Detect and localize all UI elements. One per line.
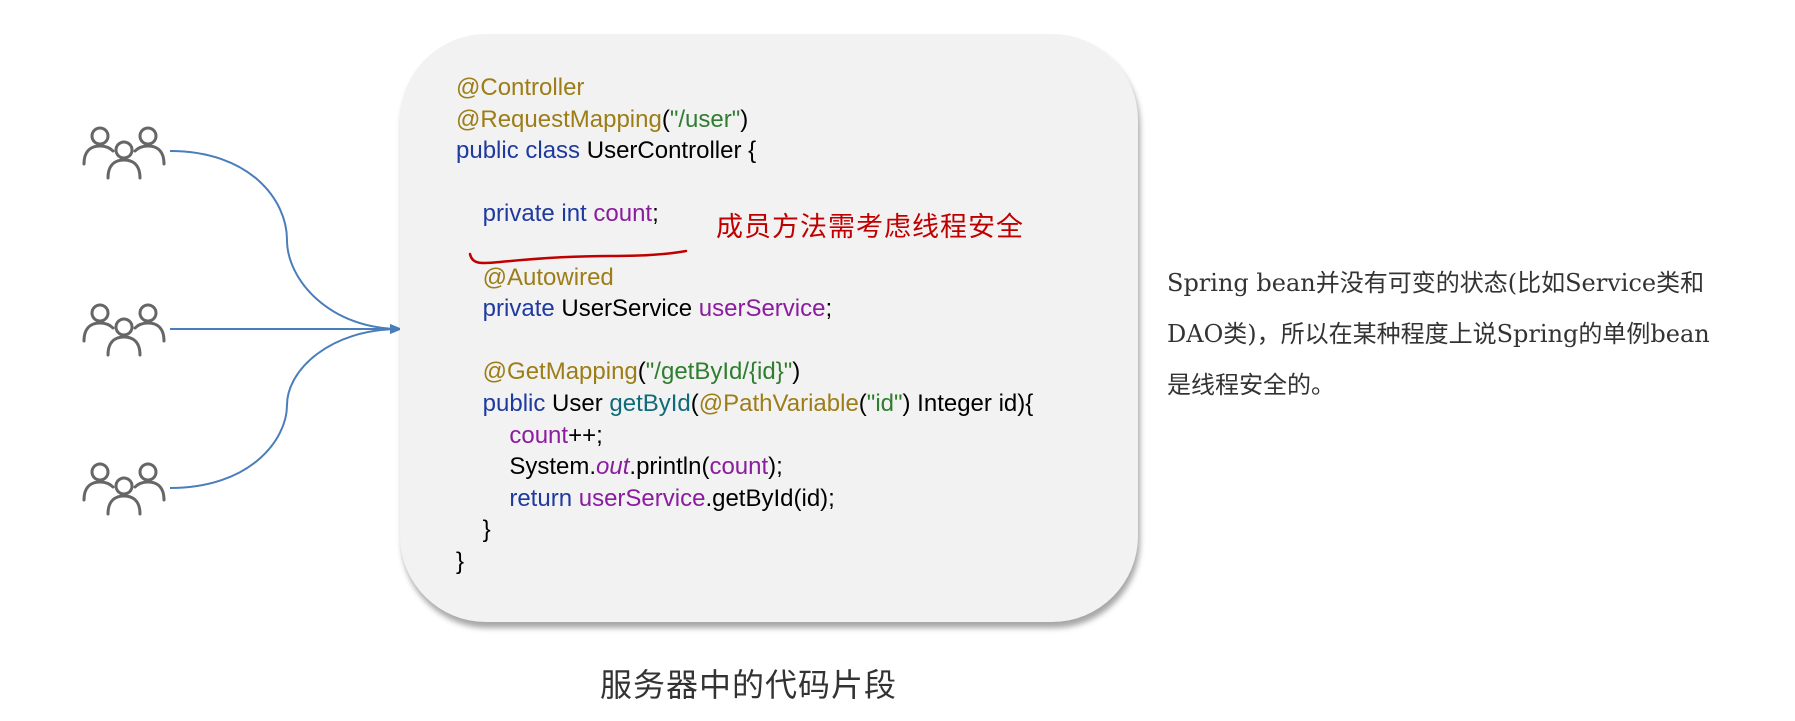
users-group-icon [82,462,166,516]
code-token: System. [456,453,597,481]
code-token: out [596,453,630,481]
code-card [400,34,1138,622]
side-note-line-3: 是线程安全的。 [1167,371,1335,399]
code-token: @Autowired [456,263,614,291]
code-token: .println( [629,453,710,481]
code-token: public class [456,137,587,165]
code-token: .getById(id); [705,484,835,512]
code-line: @RequestMapping("/user") [456,104,1033,136]
side-note-line-1: Spring bean并没有可变的状态(比如Service类和 [1167,269,1705,297]
code-line [456,325,1033,357]
code-token: public [456,389,553,417]
code-line: private int count; [456,198,1033,230]
code-token: ) [792,358,801,386]
code-line: System.out.println(count); [456,451,1033,483]
code-token: count [709,453,769,481]
code-token: private [456,295,562,323]
code-token: ( [858,389,867,417]
code-token: } [456,547,465,575]
code-token: "/user" [669,105,741,133]
code-token: private int [456,200,594,228]
code-line: private UserService userService; [456,293,1033,325]
code-line: @GetMapping("/getById/{id}") [456,356,1033,388]
code-token: count [509,421,569,449]
code-line: return userService.getById(id); [456,483,1033,515]
request-arrow-top [169,150,402,334]
code-line: count++; [456,420,1033,452]
code-token: UserService [561,295,699,323]
code-line: @Controller [456,72,1033,104]
code-token: } [456,516,491,544]
users-group-icon [82,303,166,357]
code-token: @PathVariable [698,389,859,417]
code-token: ); [768,453,783,481]
code-token: @Controller [456,74,585,101]
request-arrow-bottom [169,324,402,489]
code-line [456,167,1033,199]
code-token: ( [661,105,670,133]
users-group-icon [82,126,166,180]
code-token: ( [637,358,646,386]
code-line: @Autowired [456,262,1033,294]
code-token: ++; [568,421,603,449]
code-line: public User getById(@PathVariable("id") … [456,388,1034,420]
code-token: userService [578,484,706,512]
code-token: count [593,200,653,228]
side-note: Spring bean并没有可变的状态(比如Service类和 DAO类)，所以… [1167,258,1792,411]
code-token: ( [690,389,699,417]
side-note-line-2: DAO类)，所以在某种程度上说Spring的单例bean [1167,320,1710,348]
code-token: userService [698,295,826,323]
code-token: ; [825,295,833,323]
code-token: ) [740,105,749,133]
code-line: } [456,546,1033,578]
code-token: ) Integer id){ [902,389,1034,417]
code-token [456,422,509,449]
handwritten-underline [468,249,688,265]
code-token: return [456,484,579,512]
code-token: ; [652,200,659,228]
thread-safety-note: 成员方法需考虑线程安全 [716,212,1024,243]
code-line: public class UserController { [456,135,1033,167]
code-token: @RequestMapping [456,105,662,133]
code-line: } [456,514,1033,546]
code-token: UserController { [586,137,757,165]
code-token: "/getById/{id}" [645,358,793,386]
diagram-caption: 服务器中的代码片段 [600,666,898,704]
code-token: "id" [866,389,903,417]
code-token: User [552,389,610,417]
code-token: getById [609,389,691,417]
code-token: @GetMapping [456,358,638,386]
code-snippet: @Controller@RequestMapping("/user")publi… [456,72,1033,578]
